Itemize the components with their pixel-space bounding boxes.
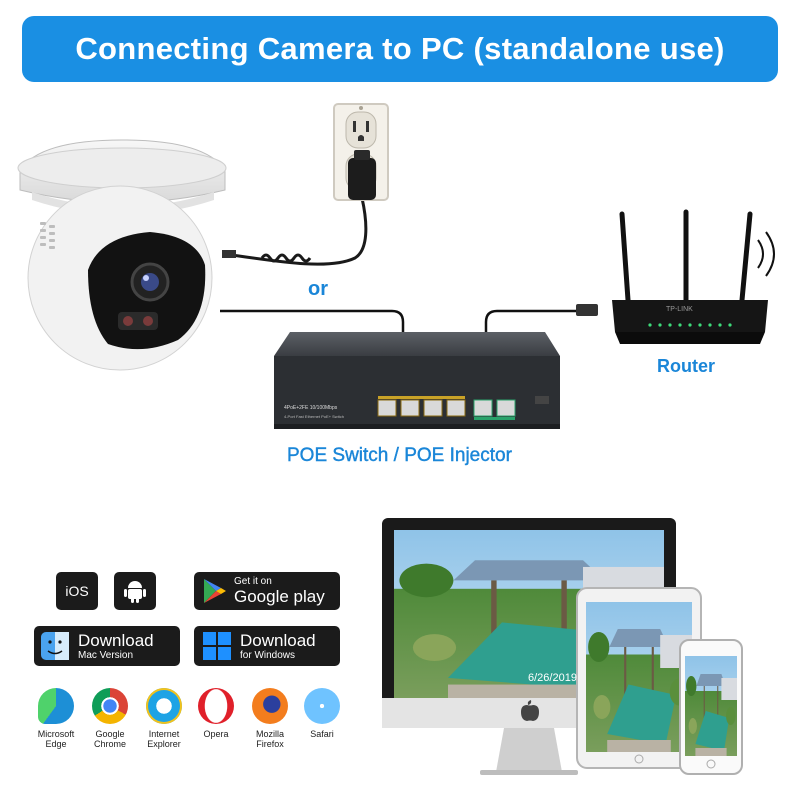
windows-download-small: for Windows — [240, 650, 296, 661]
ios-badge[interactable]: iOS — [56, 572, 98, 610]
smartphone — [679, 639, 743, 775]
browser-label: Opera — [203, 729, 229, 739]
power-cable-coil — [260, 253, 312, 263]
google-play-badge[interactable]: Get it on Google play — [194, 572, 340, 610]
or-label: or — [308, 278, 328, 300]
router-brand: TP-LINK — [666, 306, 693, 313]
switch-desc-text: 4-Port Fast Ethernet PoE+ Switch — [284, 414, 344, 419]
dome-camera — [17, 139, 227, 371]
router — [612, 209, 775, 344]
power-adapter — [348, 150, 376, 200]
mac-download-badge[interactable]: Download Mac Version — [34, 626, 180, 666]
browser-firefox[interactable]: Mozilla Firefox — [242, 688, 298, 749]
dc-plug — [222, 250, 236, 258]
browser-label: Safari — [310, 729, 334, 739]
firefox-icon — [252, 688, 288, 724]
browser-edge[interactable]: Microsoft Edge — [28, 688, 84, 749]
browser-label: Google Chrome — [93, 729, 126, 749]
browser-label: Microsoft Edge — [37, 729, 75, 749]
windows-download-large: Download — [240, 631, 316, 650]
phone-camera-feed — [685, 656, 737, 756]
browser-label: Internet Explorer — [147, 729, 181, 749]
switch-model-text: 4PoE+2FE 10/100Mbps — [284, 405, 338, 411]
router-lan-cable — [484, 309, 578, 368]
google-play-icon — [204, 579, 226, 603]
title-banner: Connecting Camera to PC (standalone use) — [22, 16, 778, 82]
browser-opera[interactable]: Opera — [188, 688, 244, 739]
lan-plug-router — [576, 304, 598, 316]
ios-label: iOS — [65, 583, 89, 599]
finder-icon — [41, 632, 69, 660]
windows-icon — [203, 632, 231, 660]
browser-ie[interactable]: Internet Explorer — [136, 688, 192, 749]
poe-ports — [377, 396, 516, 420]
tablet-camera-feed — [586, 602, 692, 752]
browser-safari[interactable]: Safari — [294, 688, 350, 739]
power-cable — [231, 197, 368, 266]
safari-icon — [304, 688, 340, 724]
browser-label: Mozilla Firefox — [255, 729, 284, 749]
google-play-small: Get it on — [234, 576, 272, 587]
apple-logo-icon — [521, 700, 539, 721]
browser-chrome[interactable]: Google Chrome — [82, 688, 138, 749]
router-label: Router — [657, 356, 715, 376]
chrome-icon — [92, 688, 128, 724]
poe-switch — [274, 332, 560, 429]
android-icon — [124, 581, 146, 603]
page-title: Connecting Camera to PC (standalone use) — [75, 31, 725, 66]
google-play-large: Google play — [234, 587, 325, 606]
mac-download-large: Download — [78, 631, 154, 650]
camera-lan-cable — [220, 309, 405, 368]
windows-download-badge[interactable]: Download for Windows — [194, 626, 340, 666]
poe-label: POE Switch / POE Injector — [287, 445, 512, 466]
wifi-signal-icon — [757, 231, 775, 277]
mac-download-small: Mac Version — [78, 650, 134, 661]
opera-icon — [198, 688, 234, 724]
edge-icon — [38, 688, 74, 724]
ie-icon — [146, 688, 182, 724]
imac-timestamp: 6/26/2019 — [528, 672, 577, 684]
android-badge[interactable] — [114, 572, 156, 610]
